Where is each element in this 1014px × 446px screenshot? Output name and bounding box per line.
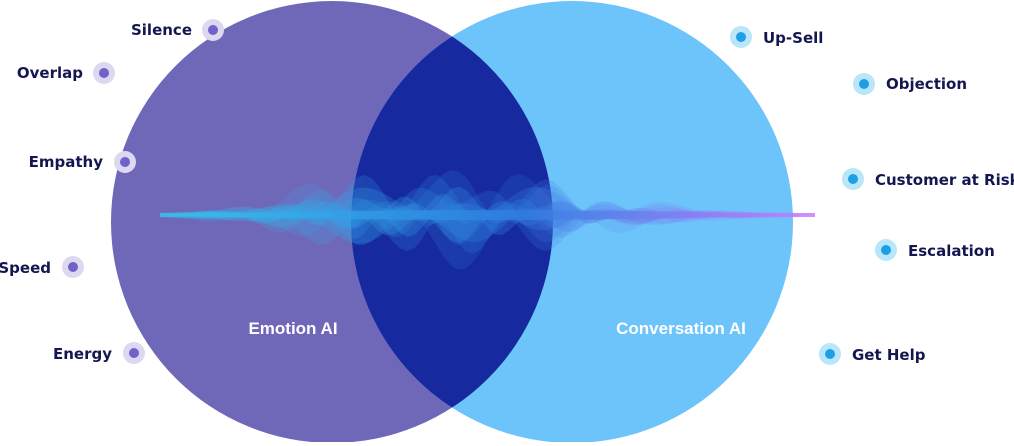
silence-dot-icon <box>202 19 224 41</box>
item-objection-label: Objection <box>886 75 967 93</box>
up-sell-dot-icon <box>730 26 752 48</box>
item-customer-at-risk-label: Customer at Risk <box>875 171 1014 189</box>
item-get-help-label: Get Help <box>852 346 926 364</box>
customer-at-risk-dot-icon <box>842 168 864 190</box>
item-overlap-label: Overlap <box>16 64 83 82</box>
objection-dot-icon <box>853 73 875 95</box>
item-speed-label: Speed <box>0 259 51 277</box>
empathy-dot-icon <box>114 151 136 173</box>
item-escalation-label: Escalation <box>908 242 995 260</box>
conversation-ai-label: Conversation AI <box>616 319 746 338</box>
escalation-dot-icon <box>875 239 897 261</box>
item-empathy-label: Empathy <box>28 153 103 171</box>
item-silence-label: Silence <box>130 21 192 39</box>
get-help-dot-icon <box>819 343 841 365</box>
item-energy-label: Energy <box>52 345 112 363</box>
wave-core <box>160 210 815 220</box>
overlap-dot-icon <box>93 62 115 84</box>
speed-dot-icon <box>62 256 84 278</box>
emotion-ai-label: Emotion AI <box>248 319 337 338</box>
item-up-sell-label: Up-Sell <box>763 29 824 47</box>
sound-wave <box>160 170 815 270</box>
overlap-region <box>351 1 553 443</box>
energy-dot-icon <box>123 342 145 364</box>
